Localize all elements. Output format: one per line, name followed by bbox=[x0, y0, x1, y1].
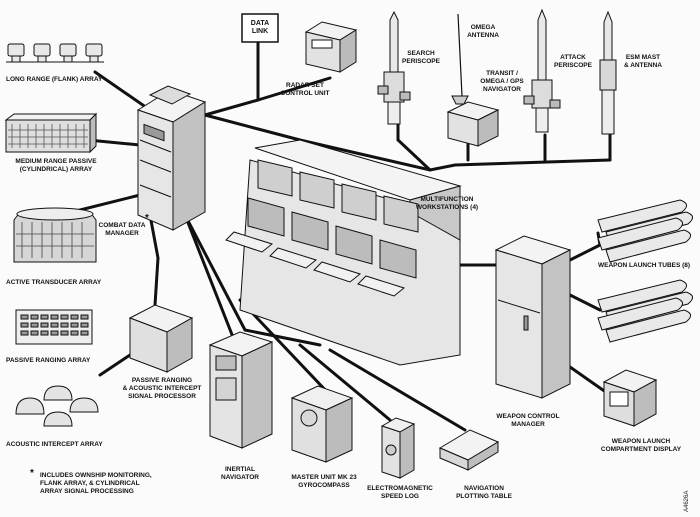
search-periscope-icon bbox=[377, 10, 411, 125]
plotting-table-icon bbox=[438, 429, 500, 471]
label-plotting-line1: NAVIGATION bbox=[464, 485, 504, 492]
label-gyro-line2: GYROCOMPASS bbox=[298, 482, 350, 489]
label-omega-antenna: OMEGA ANTENNA bbox=[458, 24, 508, 40]
label-workstations-line2: WORKSTATIONS (4) bbox=[415, 204, 479, 211]
label-weapon-control-line1: WEAPON CONTROL bbox=[496, 413, 560, 420]
label-radar-line1: RADAR SET bbox=[286, 82, 324, 89]
label-signal-processor-line3: SIGNAL PROCESSOR bbox=[128, 393, 196, 400]
transit-navigator-icon bbox=[446, 101, 500, 147]
speed-log-icon bbox=[380, 417, 416, 479]
footnote-line2: FLANK ARRAY, & CYLINDRICAL bbox=[40, 480, 140, 487]
label-search-line2: PERISCOPE bbox=[402, 58, 440, 65]
weapon-compartment-display-icon bbox=[602, 369, 658, 427]
label-search-line1: SEARCH bbox=[407, 50, 435, 57]
label-omega-line1: OMEGA bbox=[470, 24, 496, 31]
attack-periscope-icon bbox=[523, 8, 561, 133]
label-weapon-control-manager: WEAPON CONTROL MANAGER bbox=[488, 413, 568, 429]
label-data-link-line2: LINK bbox=[251, 28, 269, 35]
label-combat-data-line1: COMBAT DATA bbox=[98, 222, 146, 229]
label-combat-data-line2: MANAGER bbox=[105, 230, 139, 237]
label-medium-range-line1: MEDIUM RANGE PASSIVE bbox=[15, 158, 97, 165]
label-combat-data-manager: COMBAT DATA MANAGER bbox=[92, 222, 152, 238]
label-long-range-array: LONG RANGE (FLANK) ARRAY bbox=[6, 76, 103, 83]
label-weapon-display-line2: COMPARTMENT DISPLAY bbox=[600, 446, 682, 453]
label-inertial-line1: INERTIAL bbox=[225, 466, 255, 473]
footnote-line1: INCLUDES OWNSHIP MONITORING, bbox=[40, 472, 152, 479]
label-transit-navigator: TRANSIT / OMEGA / GPS NAVIGATOR bbox=[470, 70, 534, 94]
combat-data-manager-icon bbox=[136, 85, 207, 231]
label-acoustic-intercept: ACOUSTIC INTERCEPT ARRAY bbox=[6, 441, 103, 448]
label-gyrocompass: MASTER UNIT MK 23 GYROCOMPASS bbox=[282, 474, 366, 490]
label-esm-line2: & ANTENNA bbox=[623, 62, 663, 69]
label-data-link: DATA LINK bbox=[244, 20, 276, 36]
weapon-control-manager-icon bbox=[494, 235, 572, 399]
gyrocompass-icon bbox=[290, 385, 354, 463]
label-attack-periscope: ATTACK PERISCOPE bbox=[548, 54, 598, 70]
label-weapon-control-line2: MANAGER bbox=[511, 421, 545, 428]
radar-control-unit-icon bbox=[304, 21, 358, 73]
signal-processor-icon bbox=[128, 304, 194, 373]
label-transit-line3: NAVIGATOR bbox=[483, 86, 521, 93]
passive-ranging-array-icon bbox=[15, 309, 93, 345]
label-weapon-display: WEAPON LAUNCH COMPARTMENT DISPLAY bbox=[596, 438, 686, 454]
footnote-line3: ARRAY SIGNAL PROCESSING bbox=[40, 488, 134, 495]
label-attack-line1: ATTACK bbox=[560, 54, 586, 61]
label-active-transducer: ACTIVE TRANSDUCER ARRAY bbox=[6, 279, 102, 286]
label-transit-line2: OMEGA / GPS bbox=[480, 78, 524, 85]
label-esm-mast: ESM MAST & ANTENNA bbox=[618, 54, 668, 70]
weapon-launch-tubes-icon bbox=[597, 199, 693, 343]
label-signal-processor-line1: PASSIVE RANGING bbox=[131, 377, 193, 384]
esm-mast-icon bbox=[599, 10, 617, 135]
label-data-link-line1: DATA bbox=[250, 20, 270, 27]
label-gyro-line1: MASTER UNIT MK 23 bbox=[291, 474, 357, 481]
label-plotting-table: NAVIGATION PLOTTING TABLE bbox=[446, 485, 522, 501]
flank-array-icon bbox=[6, 43, 104, 63]
omega-antenna-icon bbox=[451, 13, 469, 105]
label-omega-line2: ANTENNA bbox=[467, 32, 499, 39]
label-transit-line1: TRANSIT / bbox=[486, 70, 518, 77]
label-workstations: MULTIFUNCTION WORKSTATIONS (4) bbox=[402, 196, 492, 212]
label-passive-ranging-array: PASSIVE RANGING ARRAY bbox=[6, 357, 91, 364]
transducer-array-icon bbox=[13, 207, 97, 263]
asterisk-marker: * bbox=[145, 213, 149, 224]
label-search-periscope: SEARCH PERISCOPE bbox=[396, 50, 446, 66]
acoustic-intercept-array-icon bbox=[15, 385, 99, 427]
label-radar-line2: CONTROL UNIT bbox=[280, 90, 330, 97]
label-signal-processor: PASSIVE RANGING & ACOUSTIC INTERCEPT SIG… bbox=[112, 377, 212, 401]
label-speed-log-line1: ELECTROMAGNETIC bbox=[367, 485, 433, 492]
label-esm-line1: ESM MAST bbox=[625, 54, 661, 61]
connection-lines bbox=[58, 26, 612, 432]
label-speed-log-line2: SPEED LOG bbox=[381, 493, 419, 500]
footnote-text: INCLUDES OWNSHIP MONITORING, FLANK ARRAY… bbox=[40, 472, 152, 496]
label-speed-log: ELECTROMAGNETIC SPEED LOG bbox=[360, 485, 440, 501]
footnote-asterisk: * bbox=[30, 468, 34, 479]
label-radar-control: RADAR SET CONTROL UNIT bbox=[270, 82, 340, 98]
label-weapon-display-line1: WEAPON LAUNCH bbox=[611, 438, 671, 445]
label-signal-processor-line2: & ACOUSTIC INTERCEPT bbox=[122, 385, 202, 392]
inertial-navigator-icon bbox=[208, 331, 274, 449]
label-weapon-tubes: WEAPON LAUNCH TUBES (8) bbox=[598, 262, 691, 269]
label-medium-range-array: MEDIUM RANGE PASSIVE (CYLINDRICAL) ARRAY bbox=[6, 158, 106, 174]
figure-code: A4626A bbox=[684, 490, 690, 512]
label-inertial-line2: NAVIGATOR bbox=[221, 474, 259, 481]
cylindrical-array-icon bbox=[4, 112, 98, 154]
label-workstations-line1: MULTIFUNCTION bbox=[420, 196, 474, 203]
label-attack-line2: PERISCOPE bbox=[554, 62, 592, 69]
label-inertial-navigator: INERTIAL NAVIGATOR bbox=[212, 466, 268, 482]
data-link-box bbox=[241, 13, 279, 43]
label-plotting-line2: PLOTTING TABLE bbox=[456, 493, 512, 500]
label-medium-range-line2: (CYLINDRICAL) ARRAY bbox=[19, 166, 93, 173]
workstations-icon bbox=[225, 139, 462, 366]
